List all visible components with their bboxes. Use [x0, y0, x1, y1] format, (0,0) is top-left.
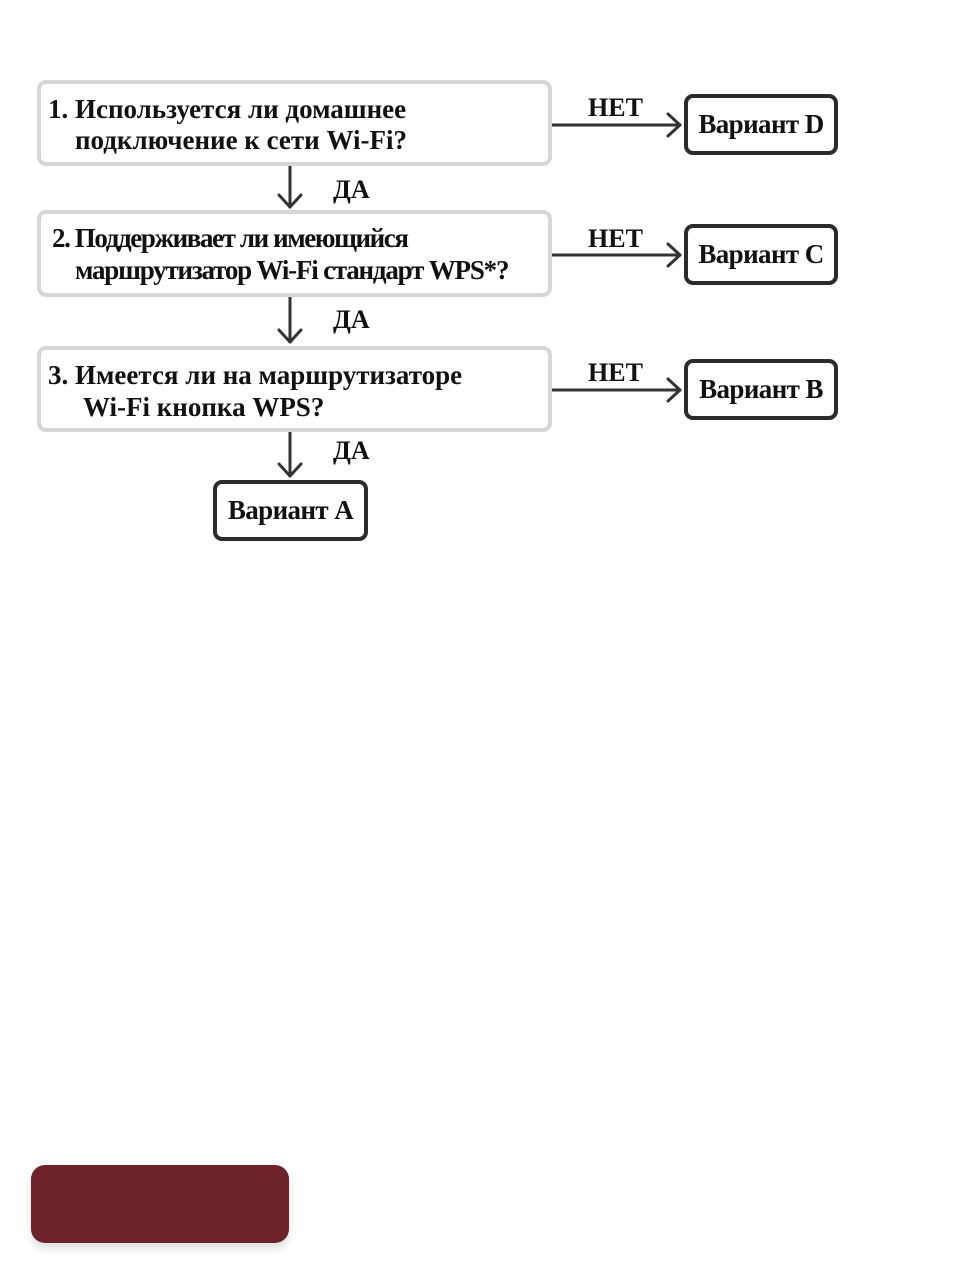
- question-box-1: 1. Используется ли домашнее подключение …: [37, 80, 552, 166]
- question-box-3: 3. Имеется ли на маршрутизаторе Wi-Fi кн…: [37, 346, 552, 432]
- question-box-2: 2. Поддерживает ли имеющийся маршрутизат…: [37, 210, 552, 297]
- question-3-line-2: Wi-Fi кнопка WPS?: [83, 392, 324, 423]
- question-1-line-2: подключение к сети Wi-Fi?: [75, 125, 407, 156]
- yes-label-1: ДА: [333, 176, 370, 204]
- question-3-line-1: 3. Имеется ли на маршрутизаторе: [48, 360, 462, 391]
- variant-c-box: Вариант C: [684, 224, 838, 285]
- question-2-line-2: маршрутизатор Wi-Fi стандарт WPS*?: [75, 255, 508, 286]
- variant-d-box: Вариант D: [684, 94, 838, 155]
- question-2-line-1: 2. Поддерживает ли имеющийся: [52, 223, 408, 254]
- no-label-2: НЕТ: [588, 225, 643, 253]
- yes-label-3: ДА: [333, 437, 370, 465]
- variant-b-box: Вариант B: [684, 359, 838, 420]
- no-label-1: НЕТ: [588, 94, 643, 122]
- yes-label-2: ДА: [333, 306, 370, 334]
- footer-color-bar: [31, 1165, 289, 1243]
- variant-a-box: Вариант A: [213, 480, 368, 541]
- question-1-line-1: 1. Используется ли домашнее: [48, 94, 406, 125]
- no-label-3: НЕТ: [588, 359, 643, 387]
